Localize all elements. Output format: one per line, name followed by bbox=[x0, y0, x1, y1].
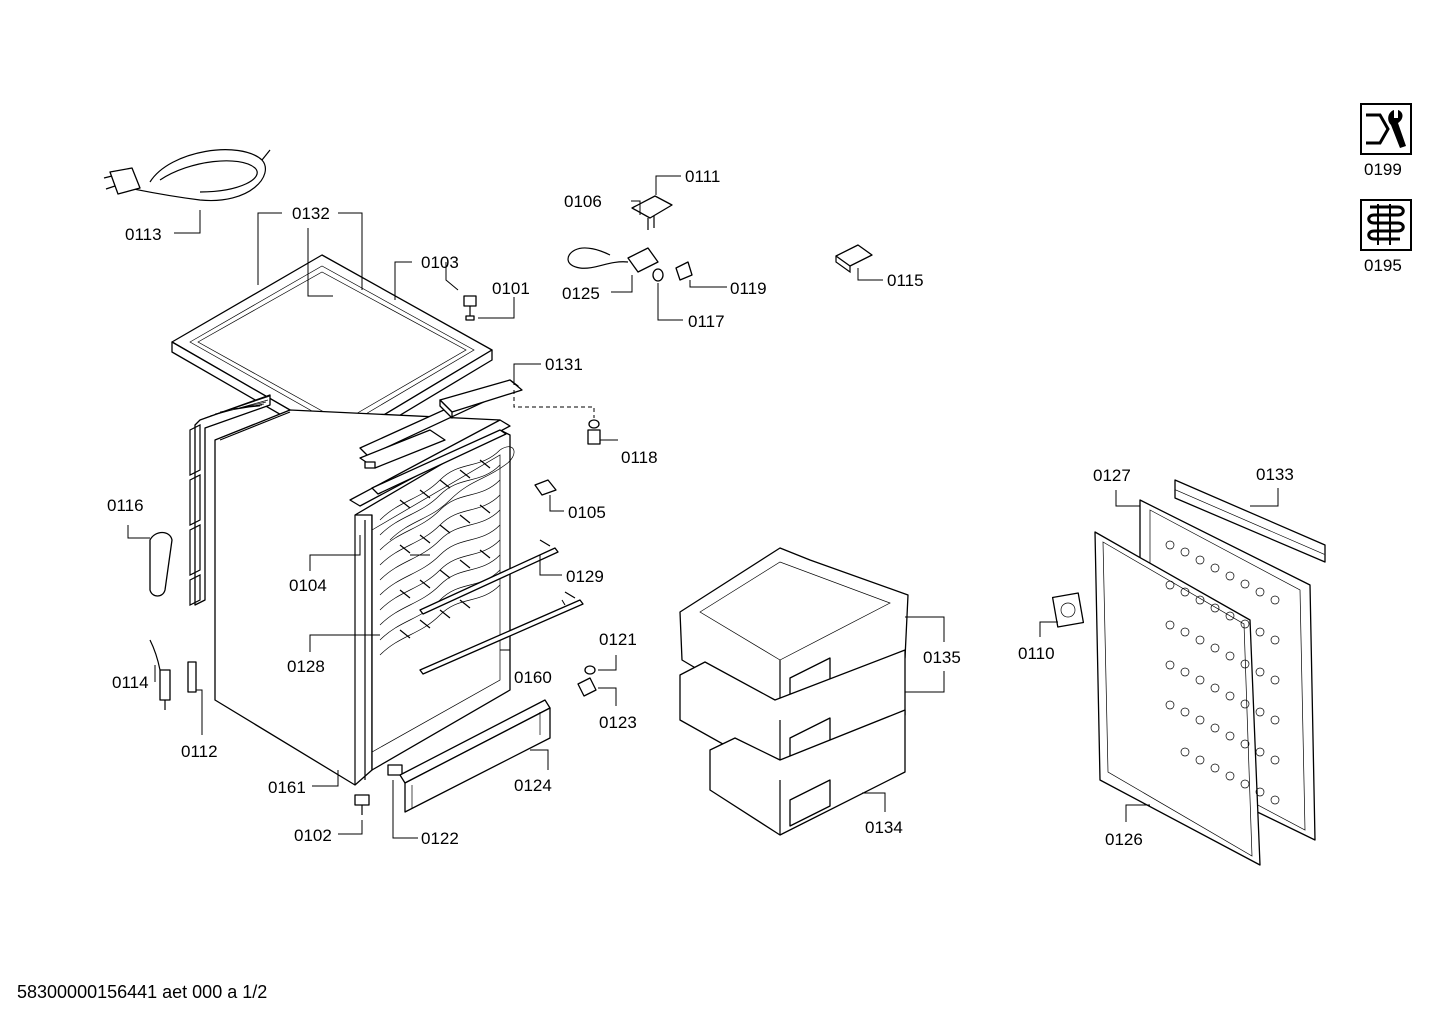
label-0110: 0110 bbox=[1018, 644, 1055, 663]
label-0121: 0121 bbox=[599, 630, 637, 649]
label-0126: 0126 bbox=[1105, 830, 1143, 849]
sensor-0114-drawing bbox=[149, 639, 171, 710]
bracket-0131-drawing bbox=[359, 379, 523, 469]
label-0123: 0123 bbox=[599, 713, 637, 732]
handle-0116-drawing bbox=[149, 531, 173, 597]
label-0113: 0113 bbox=[125, 225, 162, 244]
power-cord-drawing bbox=[103, 149, 271, 202]
label-0195: 0195 bbox=[1364, 256, 1402, 275]
label-0114: 0114 bbox=[112, 673, 149, 692]
label-0119: 0119 bbox=[730, 279, 767, 298]
label-0132: 0132 bbox=[292, 204, 330, 223]
label-0122: 0122 bbox=[421, 829, 459, 848]
evaporator-coils-drawing bbox=[379, 446, 515, 656]
label-0127: 0127 bbox=[1093, 466, 1131, 485]
small-parts-0121-0123 bbox=[577, 665, 597, 697]
part-0112-drawing bbox=[187, 661, 197, 693]
condenser-coil-icon bbox=[1360, 199, 1412, 251]
drawers-drawing bbox=[679, 547, 909, 836]
label-0105: 0105 bbox=[568, 503, 606, 522]
thermostat-drawing bbox=[567, 195, 693, 282]
label-0118: 0118 bbox=[621, 448, 658, 467]
label-0101: 0101 bbox=[492, 279, 530, 298]
kickplate-drawing bbox=[399, 699, 551, 813]
leader-lines bbox=[127, 175, 1279, 839]
clip-0105-drawing bbox=[534, 479, 557, 496]
label-0102: 0102 bbox=[294, 826, 332, 845]
label-0116: 0116 bbox=[107, 496, 144, 515]
label-0112: 0112 bbox=[181, 742, 218, 761]
plug-0118-drawing bbox=[587, 419, 601, 445]
document-footer-code: 58300000156441 aet 000 a 1/2 bbox=[17, 982, 267, 1002]
door-dimple-pattern bbox=[1165, 540, 1280, 805]
cabinet-body-drawing bbox=[189, 379, 519, 786]
switch-0115-drawing bbox=[835, 244, 873, 274]
label-0124: 0124 bbox=[514, 776, 552, 795]
part-labels: 0113 0132 0103 0101 0106 0111 0125 0119 … bbox=[107, 160, 1402, 849]
label-0125: 0125 bbox=[562, 284, 600, 303]
label-0131: 0131 bbox=[545, 355, 583, 374]
label-0103: 0103 bbox=[421, 253, 459, 272]
label-0106: 0106 bbox=[564, 192, 602, 211]
label-0111: 0111 bbox=[685, 167, 720, 186]
label-0199: 0199 bbox=[1364, 160, 1402, 179]
label-0128: 0128 bbox=[287, 657, 325, 676]
label-0104: 0104 bbox=[289, 576, 327, 595]
label-0160: 0160 bbox=[514, 668, 552, 687]
label-0129: 0129 bbox=[566, 567, 604, 586]
label-0135: 0135 bbox=[923, 648, 961, 667]
label-0134: 0134 bbox=[865, 818, 903, 837]
screw-drawing bbox=[463, 295, 477, 321]
label-0115: 0115 bbox=[887, 271, 924, 290]
shelf-rods-drawing bbox=[419, 539, 584, 675]
tools-icon bbox=[1360, 103, 1412, 155]
label-0133: 0133 bbox=[1256, 465, 1294, 484]
foot-drawing bbox=[354, 764, 403, 815]
door-drawing bbox=[1051, 479, 1326, 866]
label-0161: 0161 bbox=[268, 778, 306, 797]
label-0117: 0117 bbox=[688, 312, 725, 331]
